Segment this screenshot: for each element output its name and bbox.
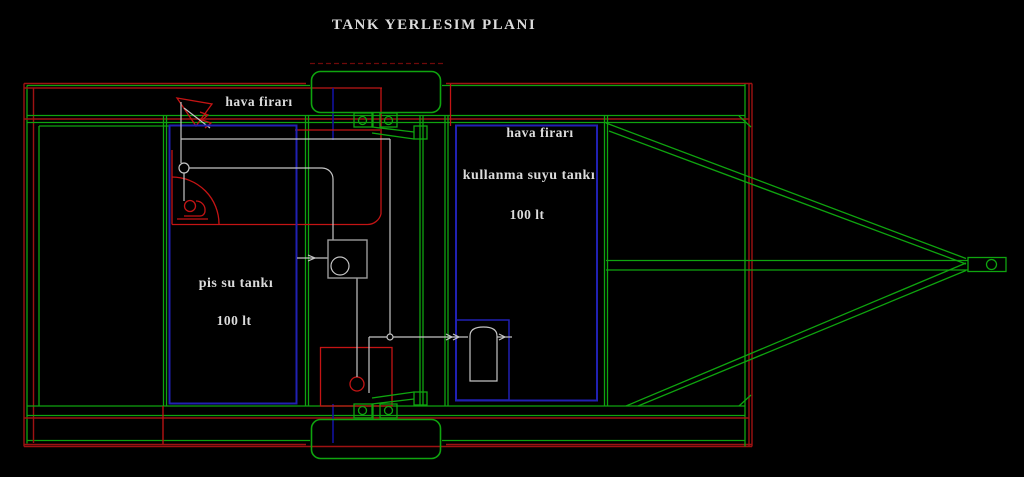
shower-drain <box>349 376 365 392</box>
right-tank-capacity-label: 100 lt <box>510 207 545 222</box>
drawing-title: TANK YERLESIM PLANI <box>332 17 536 33</box>
valve <box>178 162 190 174</box>
wheel-top <box>310 62 443 114</box>
drawbar <box>605 122 1007 407</box>
tank-sub-compartment <box>455 319 510 401</box>
plumbing <box>178 102 512 393</box>
chassis-frame <box>23 82 753 448</box>
fresh-water-tank <box>455 124 598 402</box>
axle-bracket-top <box>353 112 428 140</box>
right-vent-label: hava firarı <box>506 125 573 140</box>
left-tank-name-label: pis su tankı <box>199 276 273 291</box>
boiler <box>469 326 498 382</box>
vent-symbol <box>175 97 214 129</box>
left-tank-capacity-label: 100 lt <box>217 313 252 328</box>
left-vent-label: hava firarı <box>225 94 292 109</box>
hitch-coupler <box>967 256 1007 273</box>
crossmembers <box>162 116 609 406</box>
wheel-bottom <box>310 418 442 460</box>
right-tank-name-label: kullanma suyu tankı <box>463 168 595 183</box>
flow-arrows <box>307 254 507 341</box>
toilet <box>177 199 208 220</box>
axle-bracket-bottom <box>353 391 428 419</box>
waste-water-tank <box>168 124 298 405</box>
bathroom-compartment <box>171 88 382 226</box>
water-pump <box>327 239 368 279</box>
pipe-junction <box>386 333 394 341</box>
